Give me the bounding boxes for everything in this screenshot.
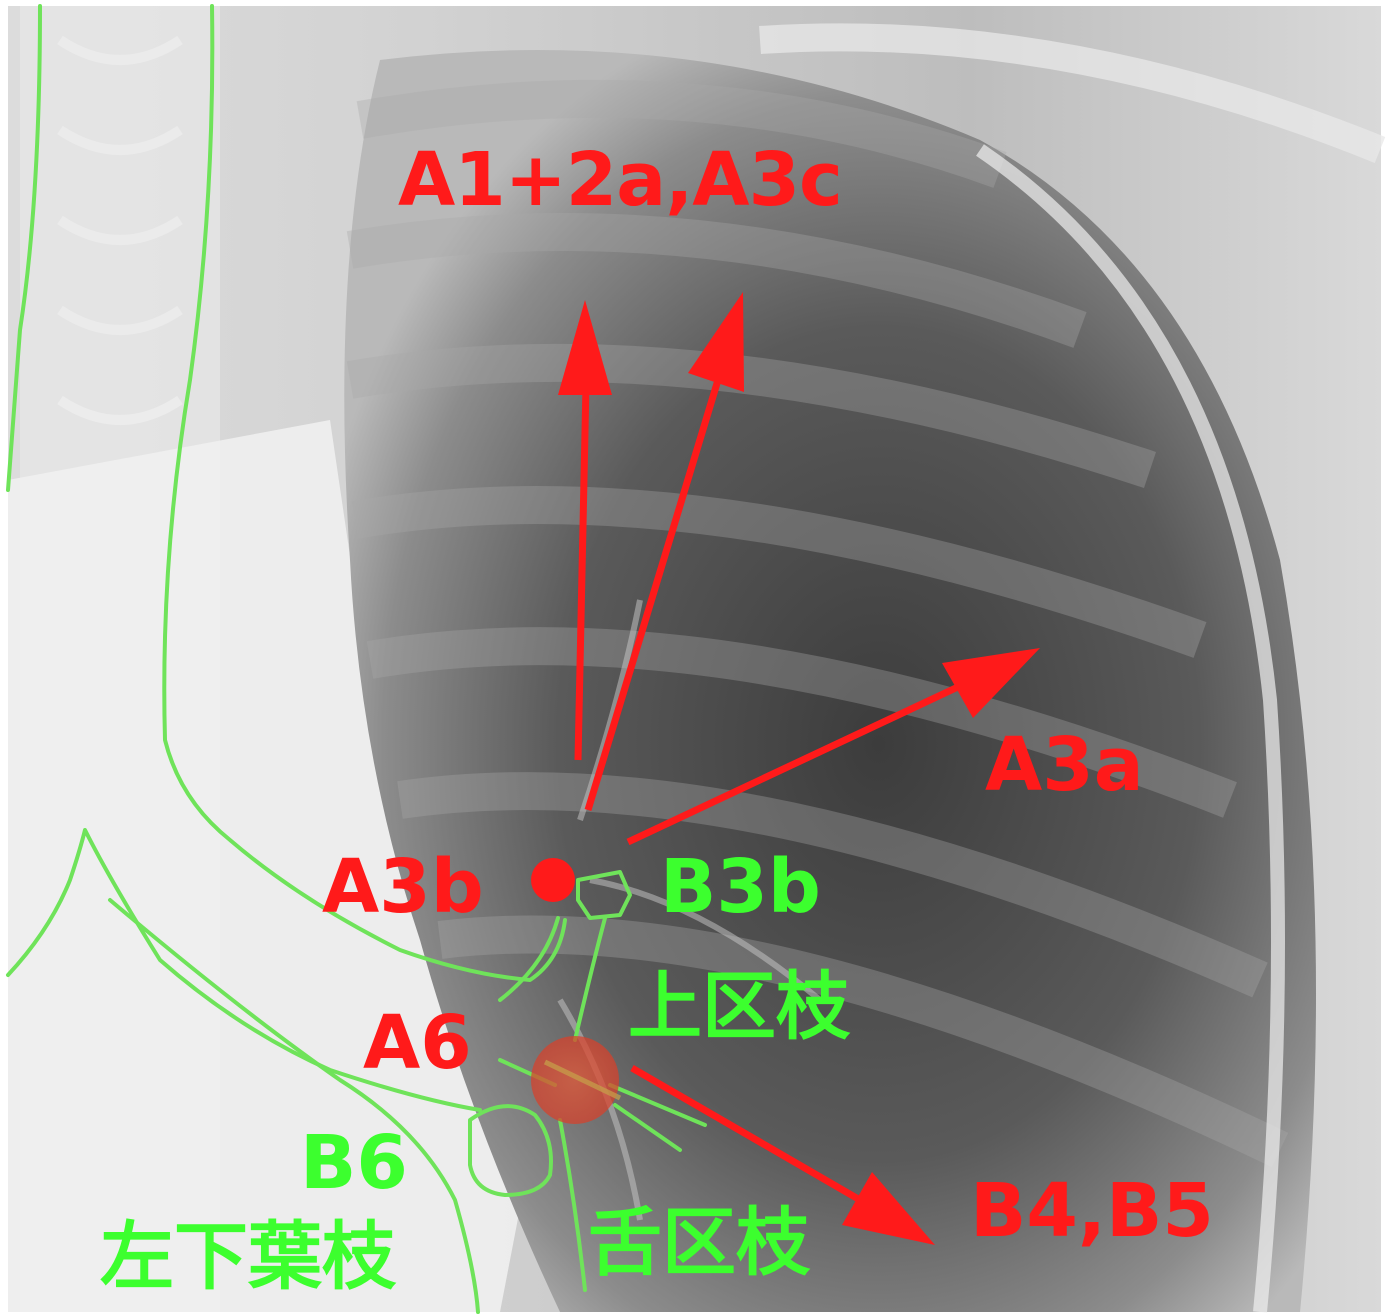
label-b4-b5: B4,B5 — [970, 1168, 1214, 1254]
a6-marker-dot — [531, 1036, 619, 1124]
label-a1-2a-a3c: A1+2a,A3c — [398, 137, 842, 223]
label-upper-branch: 上区枝 — [628, 964, 851, 1050]
label-a3a: A3a — [985, 722, 1144, 808]
label-b6: B6 — [300, 1120, 408, 1206]
label-b3b: B3b — [660, 844, 821, 930]
label-a3b: A3b — [322, 844, 484, 930]
label-a6: A6 — [363, 1000, 472, 1086]
label-lower-lobe-branch: 左下葉枝 — [100, 1214, 397, 1300]
a3b-marker-dot — [531, 858, 575, 902]
label-lingular-branch: 舌区枝 — [588, 1200, 811, 1286]
